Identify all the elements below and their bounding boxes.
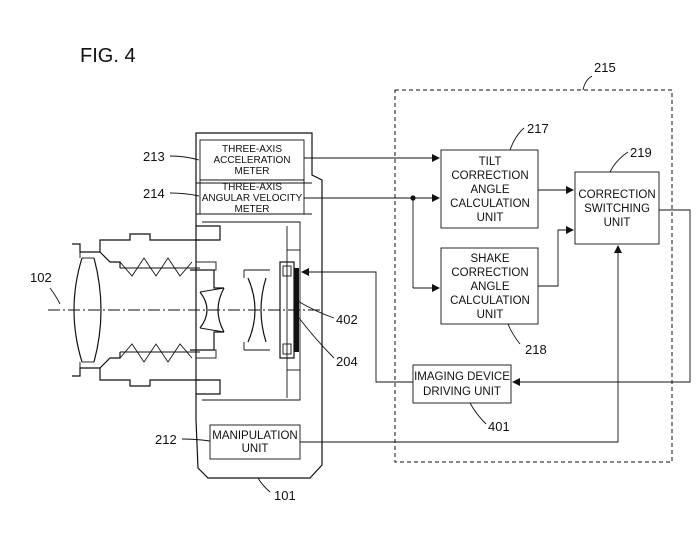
ref-215: 215 bbox=[594, 60, 616, 75]
ref-218: 218 bbox=[525, 342, 547, 357]
ref-101: 101 bbox=[274, 488, 296, 503]
ref-213: 213 bbox=[143, 149, 165, 164]
svg-text:ACCELERATION: ACCELERATION bbox=[213, 155, 290, 166]
imaging-device bbox=[279, 261, 299, 359]
svg-text:UNIT: UNIT bbox=[242, 443, 269, 455]
svg-text:MANIPULATION: MANIPULATION bbox=[212, 430, 297, 442]
svg-text:CALCULATION: CALCULATION bbox=[450, 198, 530, 210]
ref-212: 212 bbox=[155, 432, 177, 447]
svg-text:CALCULATION: CALCULATION bbox=[450, 295, 530, 307]
ref-219: 219 bbox=[630, 145, 652, 160]
svg-text:SWITCHING: SWITCHING bbox=[584, 203, 650, 215]
figure-label: FIG. 4 bbox=[80, 45, 136, 67]
svg-text:THREE-AXIS: THREE-AXIS bbox=[222, 144, 282, 155]
ref-217: 217 bbox=[527, 121, 549, 136]
svg-text:DRIVING UNIT: DRIVING UNIT bbox=[423, 386, 501, 398]
tilt-correction-unit: TILT CORRECTION ANGLE CALCULATION UNIT bbox=[440, 149, 539, 229]
svg-text:CORRECTION: CORRECTION bbox=[578, 189, 655, 201]
svg-text:THREE-AXIS: THREE-AXIS bbox=[222, 182, 282, 193]
svg-text:ANGULAR VELOCITY: ANGULAR VELOCITY bbox=[202, 193, 303, 204]
ref-204: 204 bbox=[336, 354, 358, 369]
controller-region-215 bbox=[394, 89, 673, 463]
svg-text:ANGLE: ANGLE bbox=[471, 281, 510, 293]
manipulation-unit: MANIPULATION UNIT bbox=[209, 424, 301, 460]
shake-correction-unit: SHAKE CORRECTION ANGLE CALCULATION UNIT bbox=[440, 247, 539, 325]
svg-text:UNIT: UNIT bbox=[604, 217, 631, 229]
three-axis-angular-velocity-meter: THREE-AXIS ANGULAR VELOCITY METER bbox=[199, 179, 305, 215]
svg-text:ANGLE: ANGLE bbox=[471, 184, 510, 196]
svg-text:CORRECTION: CORRECTION bbox=[451, 170, 528, 182]
svg-text:CORRECTION: CORRECTION bbox=[451, 267, 528, 279]
ref-401: 401 bbox=[488, 419, 510, 434]
svg-text:SHAKE: SHAKE bbox=[471, 253, 510, 265]
imaging-device-driving-unit: IMAGING DEVICE DRIVING UNIT bbox=[412, 364, 512, 404]
ref-214: 214 bbox=[143, 186, 165, 201]
svg-text:METER: METER bbox=[235, 166, 270, 177]
ref-102: 102 bbox=[30, 270, 52, 285]
svg-text:METER: METER bbox=[235, 204, 270, 215]
svg-text:TILT: TILT bbox=[479, 156, 502, 168]
lens-barrel bbox=[48, 225, 320, 395]
ref-402: 402 bbox=[336, 312, 358, 327]
signal-lines bbox=[300, 154, 691, 443]
svg-text:UNIT: UNIT bbox=[477, 309, 504, 321]
correction-switching-unit: CORRECTION SWITCHING UNIT bbox=[574, 171, 660, 245]
three-axis-acceleration-meter: THREE-AXIS ACCELERATION METER bbox=[199, 139, 305, 181]
svg-text:IMAGING DEVICE: IMAGING DEVICE bbox=[414, 371, 510, 383]
svg-text:UNIT: UNIT bbox=[477, 212, 504, 224]
